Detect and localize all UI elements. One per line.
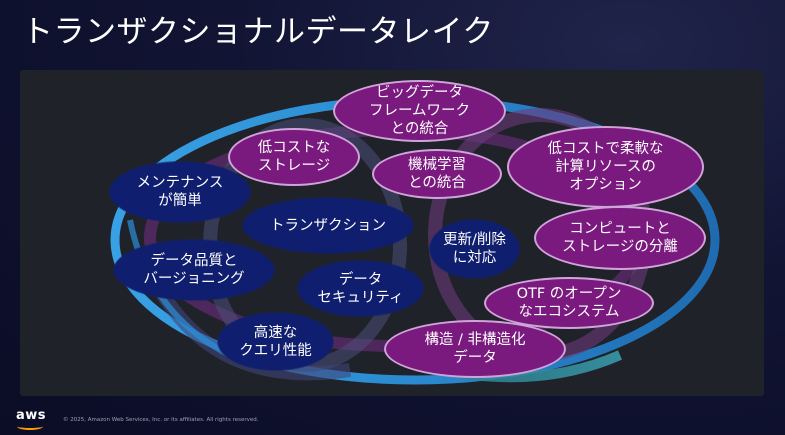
aws-logo-text: aws [16,408,47,423]
bubble-update-delete: 更新/削除 に対応 [430,220,519,278]
bubble-big-data-integration: ビッグデータ フレームワーク との統合 [333,80,506,142]
copyright-text: © 2025, Amazon Web Services, Inc. or its… [63,417,259,423]
bubble-flexible-compute: 低コストで柔軟な 計算リソースの オプション [507,126,704,208]
aws-smile-icon [17,423,43,430]
slide-title: トランザクショナルデータレイク [22,14,494,50]
aws-logo: aws [16,408,47,430]
bubble-ml-integration: 機械学習 との統合 [372,149,502,199]
bubble-data-security: データ セキュリティ [298,261,423,316]
bubble-transaction: トランザクション [243,198,413,253]
bubble-structured-unstructured-data: 構造 / 非構造化 データ [384,320,566,378]
bubble-quality-versioning: データ品質と バージョニング [114,240,274,300]
bubble-fast-query: 高速な クエリ性能 [218,313,333,370]
bubble-otf-ecosystem: OTF のオープン なエコシステム [484,277,654,329]
diagram-panel: ビッグデータ フレームワーク との統合 低コストな ストレージ 機械学習 との統… [20,70,764,396]
bubble-easy-maintenance: メンテナンス が簡単 [110,162,250,222]
bubble-compute-storage-separation: コンピュートと ストレージの分離 [534,206,706,270]
bubble-low-cost-storage: 低コストな ストレージ [228,128,360,186]
